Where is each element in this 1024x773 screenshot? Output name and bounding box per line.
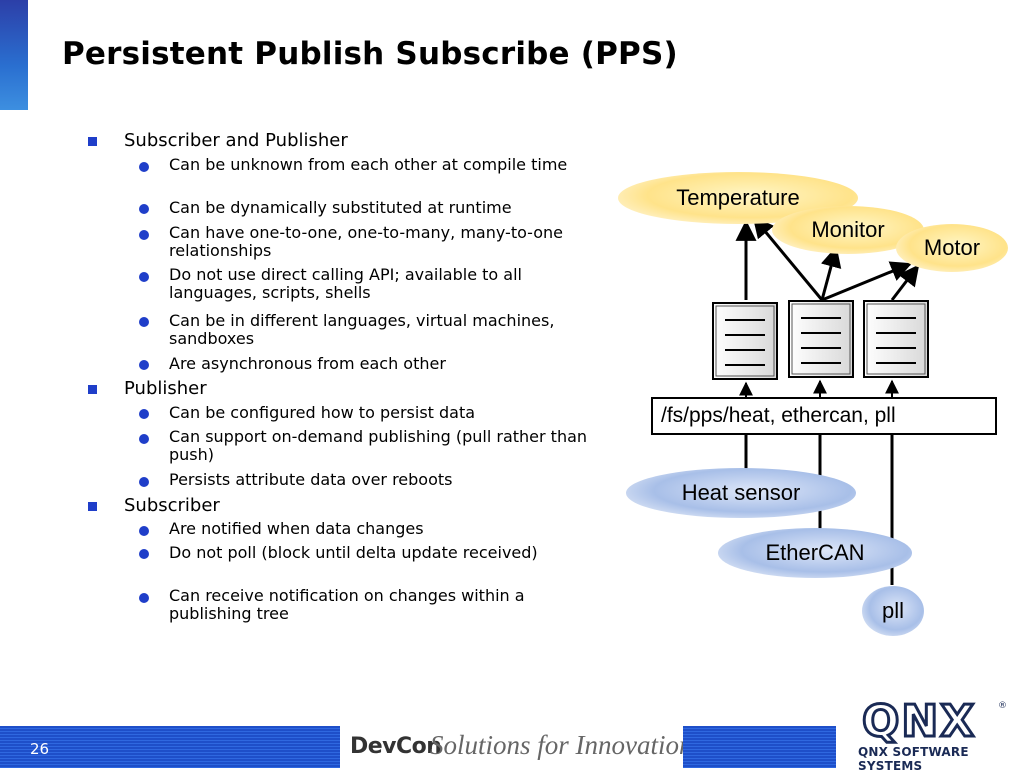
subscriber-temperature: Temperature	[618, 172, 858, 224]
publisher-pll: pll	[862, 586, 924, 636]
publisher-ethercan: EtherCAN	[718, 528, 912, 578]
diagram-connectors	[712, 216, 929, 585]
round-bullet-icon	[139, 409, 149, 419]
sub-bullet: Do not use direct calling API; available…	[169, 265, 522, 302]
round-bullet-icon	[139, 360, 149, 370]
round-bullet-icon	[139, 434, 149, 444]
devcon-tagline: Solutions for Innovation	[430, 730, 693, 760]
sub-bullet: Can be in different languages, virtual m…	[169, 311, 555, 348]
sub-bullet: Do not poll (block until delta update re…	[169, 543, 538, 562]
bullet-subscriber-and-publisher: Subscriber and Publisher	[124, 130, 348, 151]
pps-object-icon	[788, 300, 854, 378]
publisher-heat-sensor: Heat sensor	[626, 468, 856, 518]
arrow-to-motor	[890, 264, 920, 301]
qnx-logo: QNX ®	[861, 696, 1008, 744]
square-bullet-icon	[88, 137, 97, 146]
square-bullet-icon	[88, 502, 97, 511]
arrow-to-temperature	[752, 216, 824, 301]
round-bullet-icon	[139, 549, 149, 559]
slide-footer: 26 DevCon Solutions for Innovation	[0, 726, 1024, 768]
arrow-to-motor	[821, 261, 912, 302]
pps-diagram: Temperature Monitor Motor /fs/pps/heat, …	[600, 160, 1024, 650]
sub-bullet: Can be configured how to persist data	[169, 403, 476, 422]
sub-bullet: Are asynchronous from each other	[169, 354, 446, 373]
qnx-company-name: QNX SOFTWARE SYSTEMS	[858, 745, 969, 773]
bullet-subscriber: Subscriber	[124, 495, 220, 516]
sub-bullet: Are notified when data changes	[169, 519, 424, 538]
sub-bullet: Can be dynamically substituted at runtim…	[169, 198, 512, 217]
arrow-to-monitor	[820, 245, 842, 301]
round-bullet-icon	[139, 162, 149, 172]
sub-bullet: Can support on-demand publishing (pull r…	[169, 427, 588, 464]
round-bullet-icon	[139, 477, 149, 487]
round-bullet-icon	[139, 204, 149, 214]
sub-bullet: Can receive notification on changes with…	[169, 586, 525, 623]
round-bullet-icon	[139, 230, 149, 240]
pps-object-icon	[712, 302, 778, 380]
devcon-brand: DevCon	[350, 734, 442, 759]
footer-stripe-left: 26	[0, 726, 340, 768]
round-bullet-icon	[139, 272, 149, 282]
pps-path-box: /fs/pps/heat, ethercan, pll	[651, 397, 997, 435]
square-bullet-icon	[88, 385, 97, 394]
subscriber-motor: Motor	[896, 224, 1008, 272]
round-bullet-icon	[139, 317, 149, 327]
qnx-logo-text: QNX	[862, 696, 976, 744]
round-bullet-icon	[139, 593, 149, 603]
sub-bullet: Persists attribute data over reboots	[169, 470, 453, 489]
pps-object-icon	[863, 300, 929, 378]
slide-number: 26	[30, 740, 50, 758]
slide-title: Persistent Publish Subscribe (PPS)	[62, 36, 678, 72]
sub-bullet: Can be unknown from each other at compil…	[169, 155, 568, 174]
round-bullet-icon	[139, 526, 149, 536]
bullet-list: Subscriber and Publisher Can be unknown …	[88, 130, 588, 623]
footer-stripe-right	[683, 726, 836, 768]
side-accent-bar	[0, 0, 28, 110]
bullet-publisher: Publisher	[124, 378, 207, 399]
svg-text:®: ®	[998, 701, 1007, 711]
sub-bullet: Can have one-to-one, one-to-many, many-t…	[169, 223, 564, 260]
